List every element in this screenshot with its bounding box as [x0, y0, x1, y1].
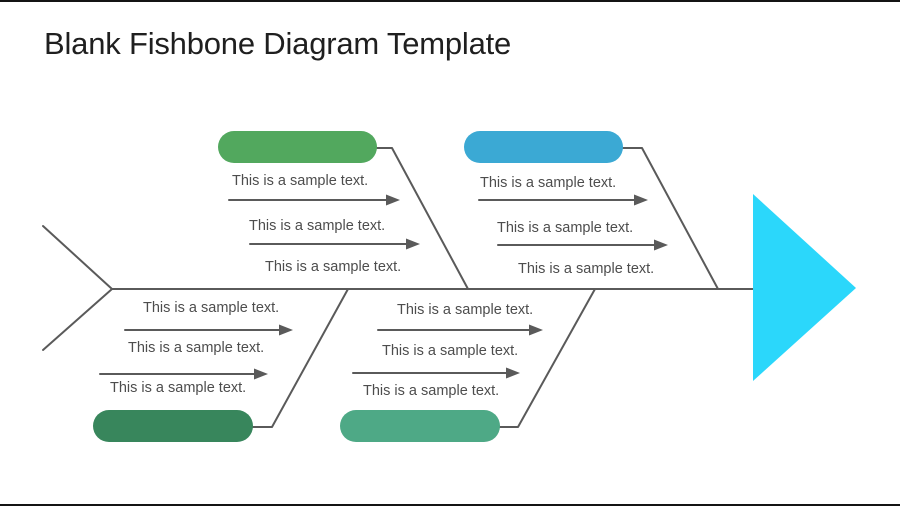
category-pill-bottom-left [93, 410, 253, 442]
letterbox-top-bar [0, 0, 900, 2]
arrowhead-top-left-1-icon [386, 194, 400, 206]
slide-title: Blank Fishbone Diagram Template [44, 26, 512, 61]
sample-text-bottom-left-2: This is a sample text. [128, 340, 265, 356]
arrowhead-top-right-1-icon [634, 194, 648, 206]
arrowhead-bottom-center-2-icon [506, 367, 520, 379]
arrowhead-bottom-left-1-icon [279, 324, 293, 336]
sample-text-bottom-center-2: This is a sample text. [382, 343, 519, 359]
arrowhead-top-left-2-icon [406, 238, 420, 250]
sample-text-top-right-2: This is a sample text. [497, 220, 634, 236]
sample-text-top-left-3: This is a sample text. [265, 259, 402, 275]
sample-text-top-left-1: This is a sample text. [232, 173, 369, 189]
bone-line-bottom-center [499, 288, 596, 428]
diagram-lines-group [42, 147, 755, 428]
sample-text-bottom-center-3: This is a sample text. [363, 383, 500, 399]
diagram-arrowheads-group [254, 194, 668, 380]
sample-text-bottom-left-3: This is a sample text. [110, 380, 247, 396]
arrowhead-bottom-center-1-icon [529, 324, 543, 336]
bone-line-bottom-left [252, 288, 349, 428]
category-pill-top-right [464, 131, 623, 163]
sample-text-top-right-3: This is a sample text. [518, 261, 655, 277]
bone-line-top-right [622, 147, 719, 290]
category-pill-top-left [218, 131, 377, 163]
category-pill-bottom-center [340, 410, 500, 442]
sample-text-top-right-1: This is a sample text. [480, 175, 617, 191]
fish-tail-lower-line [42, 288, 113, 351]
letterbox-bottom-bar [0, 504, 900, 506]
bone-line-top-left [376, 147, 469, 290]
fish-head-triangle [753, 194, 856, 381]
sample-text-bottom-center-1: This is a sample text. [397, 302, 534, 318]
sample-text-top-left-2: This is a sample text. [249, 218, 386, 234]
arrowhead-bottom-left-2-icon [254, 368, 268, 380]
sample-text-bottom-left-1: This is a sample text. [143, 300, 280, 316]
arrowhead-top-right-2-icon [654, 239, 668, 251]
fish-tail-upper-line [42, 225, 113, 290]
